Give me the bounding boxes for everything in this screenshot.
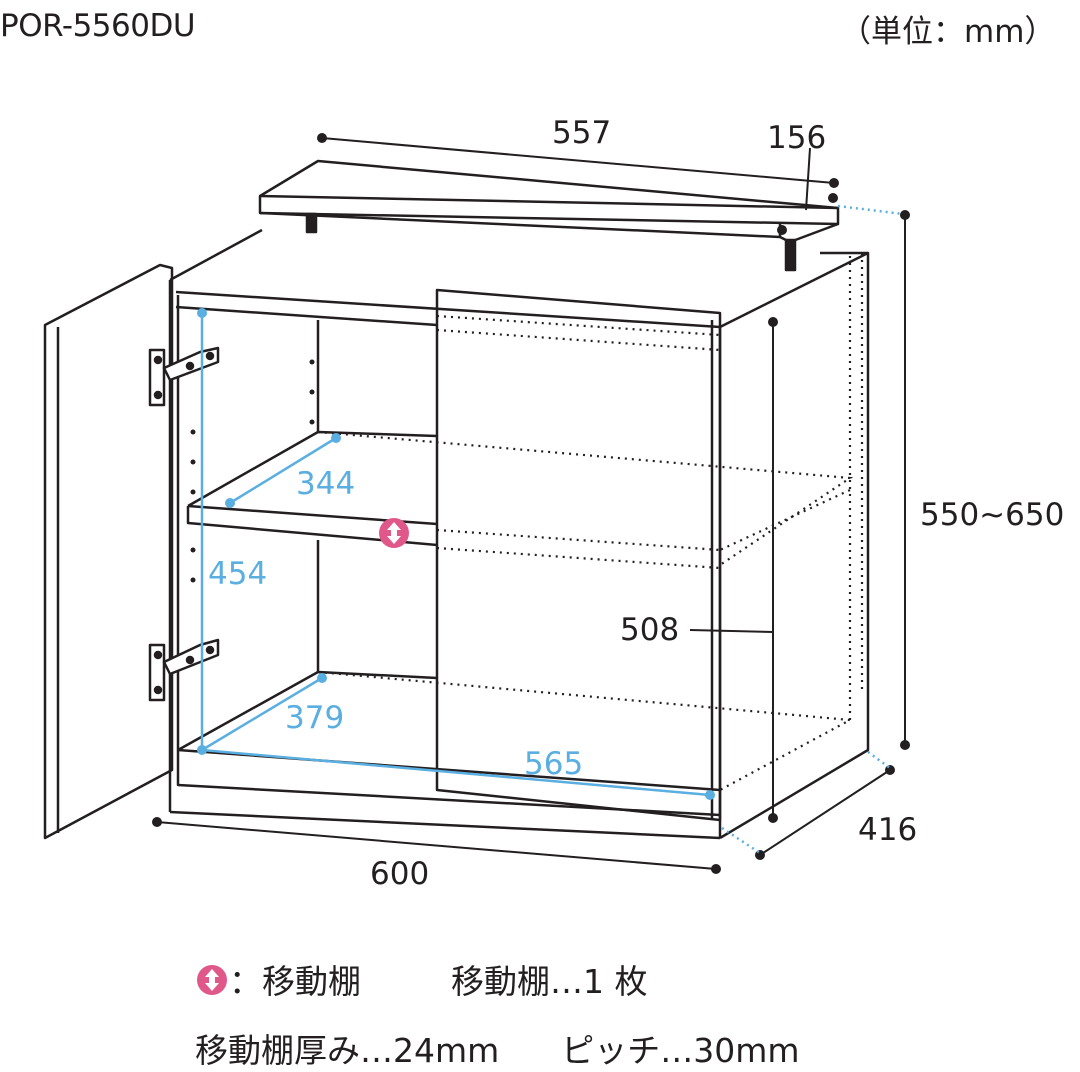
cabinet-top-edge bbox=[169, 228, 263, 282]
legend-shelf-count: 移動棚…1 枚 bbox=[451, 962, 648, 1001]
dim-inner-width: 565 bbox=[524, 746, 583, 782]
dim-top-depth: 156 bbox=[767, 120, 826, 156]
left-door bbox=[43, 263, 174, 840]
legend-symbol-label: ：移動棚 bbox=[229, 962, 361, 1001]
top-board-leg-right bbox=[784, 238, 797, 272]
dim-inner-clear-height: 454 bbox=[208, 556, 267, 592]
legend-shelf-thickness: 移動棚厚み…24mm bbox=[195, 1031, 500, 1070]
legend-row-2: 移動棚厚み…24mm ピッチ…30mm bbox=[195, 1024, 800, 1072]
legend-pitch: ピッチ…30mm bbox=[561, 1031, 800, 1070]
dim-height-range: 550~650 bbox=[920, 497, 1064, 533]
top-board bbox=[258, 159, 840, 226]
dim-top-width: 557 bbox=[552, 115, 611, 151]
movable-shelf-legend-icon bbox=[197, 965, 227, 995]
hinge-upper bbox=[148, 346, 220, 407]
legend-row-1: ：移動棚 移動棚…1 枚 bbox=[195, 955, 648, 1003]
shelf-pin-holes bbox=[190, 359, 315, 583]
model-number: POR-5560DU bbox=[0, 8, 196, 44]
hinge-lower bbox=[148, 638, 220, 702]
dim-body-width: 600 bbox=[370, 856, 429, 892]
dim-shelf-depth: 344 bbox=[296, 466, 355, 502]
unit-label: （単位：mm） bbox=[840, 14, 1056, 50]
movable-shelf-marker-icon bbox=[379, 518, 409, 548]
dim-bottom-depth: 379 bbox=[285, 700, 344, 736]
dim-body-depth: 416 bbox=[858, 812, 917, 848]
right-door bbox=[435, 288, 722, 822]
top-board-leg-left bbox=[305, 212, 318, 234]
dim-inner-height: 508 bbox=[620, 612, 679, 648]
